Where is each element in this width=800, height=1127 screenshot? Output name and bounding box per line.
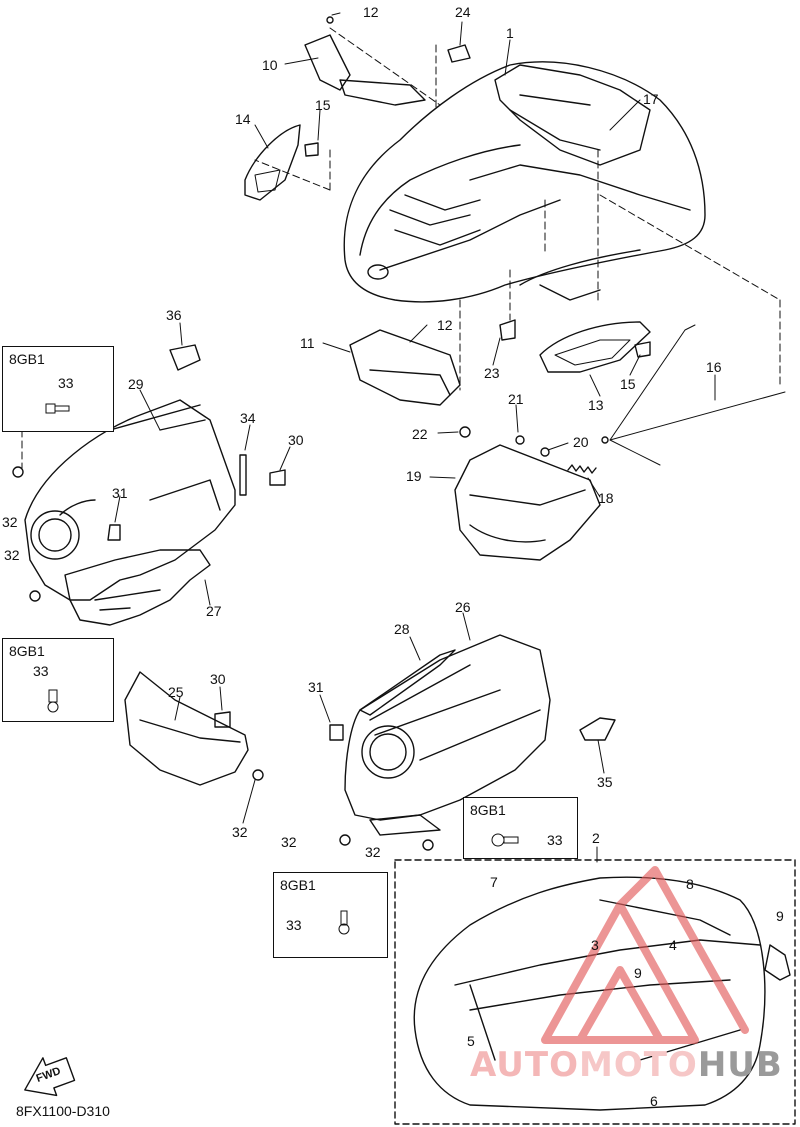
part-label-23: 23 bbox=[484, 365, 500, 381]
part-label-32d: 32 bbox=[281, 834, 297, 850]
part-label-30: 30 bbox=[288, 432, 304, 448]
left-side-cowl-part-29 bbox=[24, 399, 236, 601]
part-label-17: 17 bbox=[643, 91, 659, 107]
part-label-28: 28 bbox=[394, 621, 410, 637]
cable-part-16 bbox=[609, 324, 696, 466]
part-label-25: 25 bbox=[168, 684, 184, 700]
part-label-10: 10 bbox=[262, 57, 278, 73]
bolt-icon bbox=[338, 910, 350, 935]
part-label-24: 24 bbox=[455, 4, 471, 20]
part-label-34: 34 bbox=[240, 410, 256, 426]
watermark-part-1: AUTO bbox=[470, 1045, 579, 1085]
variant-box-2: 8GB1 33 bbox=[2, 638, 114, 722]
lower-cover-part-25 bbox=[124, 671, 249, 786]
part-label-6: 6 bbox=[650, 1093, 658, 1109]
part-label-16: 16 bbox=[706, 359, 722, 375]
part-label-26: 26 bbox=[455, 599, 471, 615]
part-label-2: 2 bbox=[592, 830, 600, 846]
part-label-13: 13 bbox=[588, 397, 604, 413]
part-label-21: 21 bbox=[508, 391, 524, 407]
part-label-19: 19 bbox=[406, 468, 422, 484]
part-label-1: 1 bbox=[506, 25, 514, 41]
variant-box-2-part: 33 bbox=[33, 663, 49, 679]
part-label-32c: 32 bbox=[232, 824, 248, 840]
part-label-31: 31 bbox=[112, 485, 128, 501]
part-label-31b: 31 bbox=[308, 679, 324, 695]
watermark-text: AUTOMOTOHUB bbox=[470, 1045, 783, 1085]
part-label-15b: 15 bbox=[620, 376, 636, 392]
part-label-9: 9 bbox=[776, 908, 784, 924]
lower-panel-part-27 bbox=[64, 549, 211, 626]
part-label-12: 12 bbox=[363, 4, 379, 20]
variant-box-4-title: 8GB1 bbox=[280, 877, 316, 893]
bracket-part-19 bbox=[454, 444, 601, 561]
variant-box-2-title: 8GB1 bbox=[9, 643, 45, 659]
inner-duct-part-11 bbox=[349, 329, 461, 406]
fasteners bbox=[12, 16, 651, 851]
bolt-icon bbox=[491, 833, 519, 847]
watermark-logo-icon bbox=[541, 866, 749, 1044]
part-label-3: 3 bbox=[591, 937, 599, 953]
variant-box-1: 8GB1 33 bbox=[2, 346, 114, 432]
variant-box-3: 8GB1 33 bbox=[463, 797, 578, 859]
part-label-18: 18 bbox=[598, 490, 614, 506]
part-label-7: 7 bbox=[490, 874, 498, 890]
spring-part-18 bbox=[567, 464, 597, 474]
bolt-icon bbox=[45, 403, 70, 414]
part-label-11: 11 bbox=[300, 335, 315, 351]
part-label-22: 22 bbox=[412, 426, 428, 442]
guide-lines bbox=[21, 27, 781, 469]
part-label-35: 35 bbox=[597, 774, 613, 790]
part-label-32b: 32 bbox=[4, 547, 20, 563]
duct-part-14 bbox=[244, 124, 301, 201]
part-label-32e: 32 bbox=[365, 844, 381, 860]
variant-box-3-title: 8GB1 bbox=[470, 802, 506, 818]
drawing-code: 8FX1100-D310 bbox=[16, 1103, 110, 1119]
variant-box-1-part: 33 bbox=[58, 375, 74, 391]
part-label-9b: 9 bbox=[634, 965, 642, 981]
part-label-29: 29 bbox=[128, 376, 144, 392]
watermark-part-2: MOTO bbox=[578, 1045, 698, 1085]
cable-part-16-branch bbox=[609, 391, 786, 441]
part-label-36: 36 bbox=[166, 307, 182, 323]
part-label-4: 4 bbox=[669, 937, 677, 953]
part-label-5: 5 bbox=[467, 1033, 475, 1049]
part-label-30b: 30 bbox=[210, 671, 226, 687]
part-label-15: 15 bbox=[315, 97, 331, 113]
watermark-part-3: HUB bbox=[697, 1045, 783, 1085]
part-label-8: 8 bbox=[686, 876, 694, 892]
duct-part-10 bbox=[304, 34, 426, 106]
duct-part-13 bbox=[539, 321, 651, 373]
part-label-32a: 32 bbox=[2, 514, 18, 530]
bolt-icon bbox=[47, 689, 59, 713]
variant-box-1-title: 8GB1 bbox=[9, 351, 45, 367]
variant-box-3-part: 33 bbox=[547, 832, 563, 848]
front-cowl-part bbox=[343, 61, 706, 303]
fwd-arrow-icon bbox=[24, 1057, 76, 1097]
assembly-2-frame bbox=[394, 859, 796, 1125]
variant-box-4: 8GB1 33 bbox=[273, 872, 388, 958]
part-label-14: 14 bbox=[235, 111, 251, 127]
leader-lines bbox=[114, 12, 716, 863]
part-label-12b: 12 bbox=[437, 317, 453, 333]
part-label-20: 20 bbox=[573, 434, 589, 450]
variant-box-4-part: 33 bbox=[286, 917, 302, 933]
strip-part-28 bbox=[359, 649, 456, 716]
part-label-27: 27 bbox=[206, 603, 222, 619]
